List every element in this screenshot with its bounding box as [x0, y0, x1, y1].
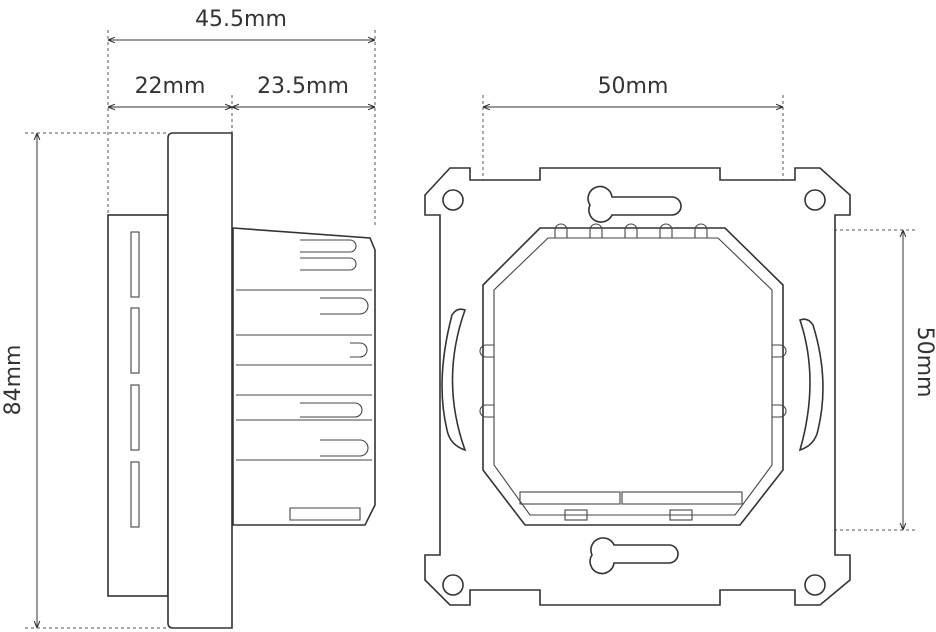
label-height: 84mm	[1, 345, 26, 416]
front-bezel	[107, 214, 169, 597]
front-view	[424, 167, 851, 606]
dimension-back-depth: 23.5mm	[232, 74, 375, 107]
dimension-front-depth: 22mm	[108, 74, 232, 107]
label-mount-height: 50mm	[912, 327, 936, 398]
dimension-height: 84mm	[1, 133, 37, 628]
label-back-depth: 23.5mm	[257, 74, 349, 99]
dimension-total-depth: 45.5mm	[108, 7, 375, 40]
side-slot-right	[798, 318, 824, 452]
side-slot-left	[441, 308, 467, 452]
rear-body	[232, 227, 376, 526]
screw-hole	[442, 574, 464, 596]
side-view	[107, 132, 376, 629]
dimension-mount-width: 50mm	[483, 74, 783, 107]
clips	[479, 223, 787, 521]
label-total-depth: 45.5mm	[195, 7, 287, 32]
screw-slot-bottom	[589, 537, 679, 575]
dimension-mount-height: 50mm	[903, 230, 936, 530]
screw-slot-top	[587, 185, 682, 223]
inner-frame	[482, 227, 784, 526]
screw-hole	[442, 189, 464, 211]
screw-hole	[804, 189, 826, 211]
label-mount-width: 50mm	[598, 74, 669, 99]
label-front-depth: 22mm	[135, 74, 206, 99]
screw-hole	[804, 574, 826, 596]
frame-plate	[167, 132, 233, 629]
